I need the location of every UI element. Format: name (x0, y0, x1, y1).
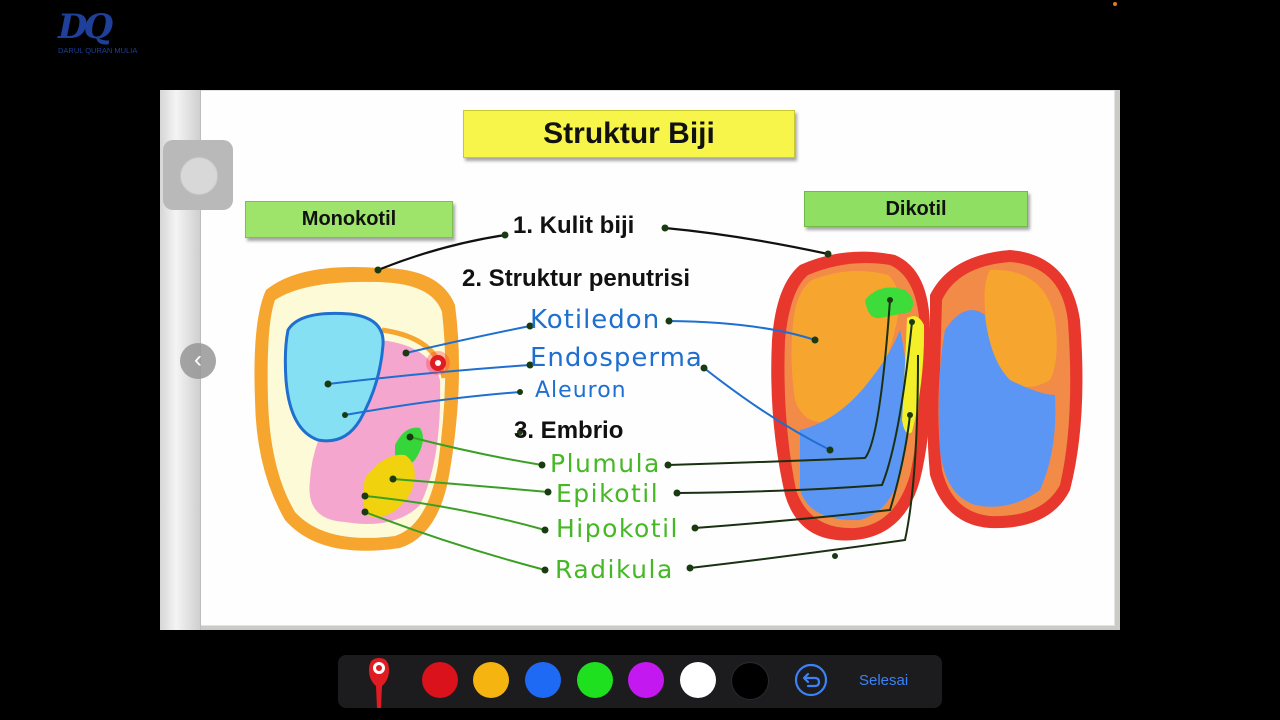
color-swatch-white[interactable] (680, 662, 716, 698)
previous-slide-button[interactable]: ‹ (180, 343, 216, 379)
logo-mark: DQ (58, 7, 113, 47)
label-embrio: 3. Embrio (514, 417, 624, 444)
pen-tool-icon[interactable] (362, 650, 396, 710)
assistive-touch-button[interactable] (163, 140, 233, 210)
color-swatch-black[interactable] (731, 662, 769, 700)
slide-title: Struktur Biji (463, 110, 795, 158)
label-kotiledon: Kotiledon (530, 305, 661, 335)
label-struktur-penutrisi: 2. Struktur penutrisi (462, 265, 691, 292)
color-swatch-red[interactable] (422, 662, 458, 698)
label-hipokotil: Hipokotil (556, 514, 679, 543)
label-endosperma: Endosperma (530, 343, 703, 373)
embryo-leaders (364, 436, 549, 571)
logo-text: DARUL QURAN MULIA (58, 46, 138, 55)
color-swatch-green[interactable] (577, 662, 613, 698)
label-aleuron: Aleuron (535, 378, 627, 403)
nutrition-leaders (327, 320, 831, 451)
status-dot (1113, 2, 1117, 6)
kulit-biji-leaders (377, 226, 829, 272)
undo-icon[interactable] (794, 663, 828, 697)
laser-pointer-icon (426, 351, 450, 375)
color-swatch-purple[interactable] (628, 662, 664, 698)
monocot-seed (254, 266, 459, 551)
label-radikula: Radikula (555, 555, 674, 584)
label-epikotil: Epikotil (556, 479, 660, 508)
dikotil-label: Dikotil (804, 191, 1028, 227)
label-kulit-biji: 1. Kulit biji (513, 212, 635, 239)
color-swatch-yellow[interactable] (473, 662, 509, 698)
dicot-seed (771, 250, 1083, 541)
done-button[interactable]: Selesai (859, 672, 909, 689)
dicot-embryo-leaders (667, 299, 919, 569)
color-swatch-blue[interactable] (525, 662, 561, 698)
monokotil-label: Monokotil (245, 201, 453, 238)
leader-dots (324, 224, 915, 574)
logo: DQ DARUL QURAN MULIA (58, 10, 158, 70)
chevron-left-icon: ‹ (194, 346, 202, 373)
label-plumula: Plumula (550, 449, 661, 478)
